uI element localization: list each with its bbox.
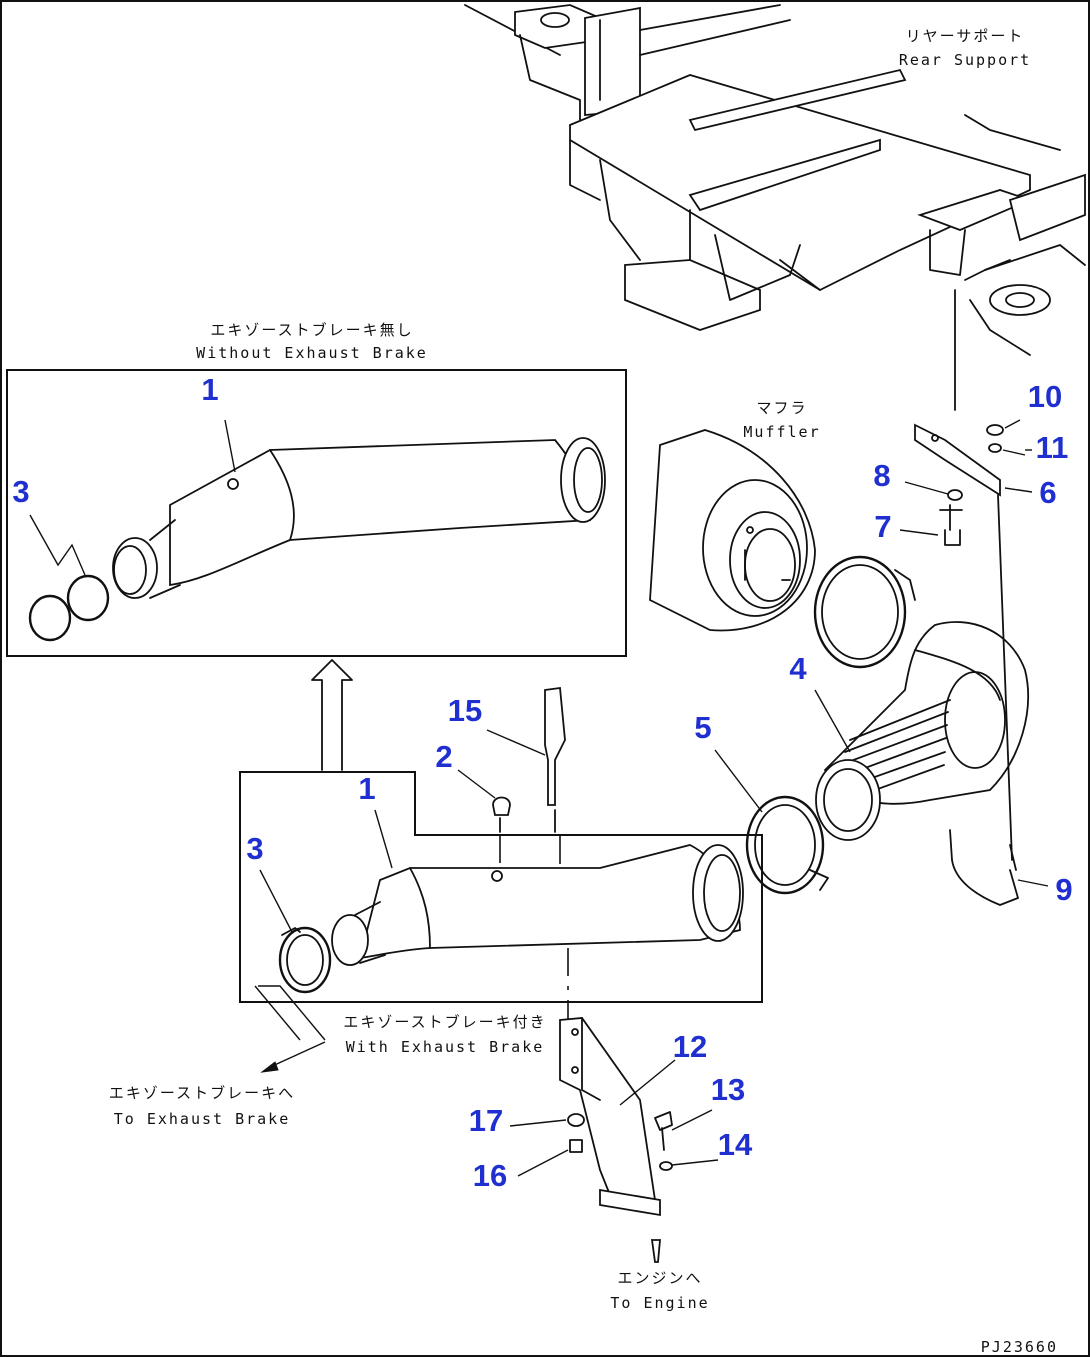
- bracket-12: [559, 1017, 661, 1217]
- clamp-ring-bottom: [278, 926, 332, 994]
- clamp-rings-top: [28, 514, 110, 642]
- callout-12: 12: [673, 1029, 707, 1064]
- callout-9: 9: [1055, 872, 1072, 907]
- callout-8: 8: [873, 458, 890, 493]
- callout-16: 16: [473, 1158, 507, 1193]
- fasteners-bottom: [567, 1111, 673, 1171]
- callout-13: 13: [711, 1072, 745, 1107]
- without-brake-label-en: Without Exhaust Brake: [196, 344, 428, 362]
- callout-3-bottom: 3: [246, 831, 263, 866]
- callout-17: 17: [469, 1103, 503, 1138]
- callout-10: 10: [1028, 379, 1062, 414]
- to-brake-label-jp: エキゾーストブレーキへ: [109, 1084, 295, 1102]
- to-engine-label-en: To Engine: [610, 1294, 709, 1312]
- bracket-6: [914, 423, 1013, 861]
- leader-lines: [224, 419, 1049, 1177]
- callout-15: 15: [448, 693, 482, 728]
- muffler: [649, 429, 816, 632]
- callout-1-top: 1: [201, 372, 218, 407]
- to-engine-label-jp: エンジンへ: [617, 1269, 702, 1287]
- to-brake-label-en: To Exhaust Brake: [114, 1110, 291, 1128]
- muffler-label-jp: マフラ: [756, 399, 807, 417]
- callout-6: 6: [1039, 475, 1056, 510]
- muffler-label-en: Muffler: [743, 423, 820, 441]
- callout-2: 2: [435, 739, 452, 774]
- rear-support-label-jp: リヤーサポート: [906, 27, 1025, 45]
- callout-3-top: 3: [12, 474, 29, 509]
- drawing-code: PJ23660: [981, 1338, 1058, 1356]
- clamp-band-5: [745, 795, 829, 895]
- hanger-strap-9: [949, 829, 1019, 906]
- engine-arrow: [650, 1239, 661, 1263]
- rear-support-label-en: Rear Support: [899, 51, 1031, 69]
- exhaust-pipe-bottom: [331, 844, 744, 966]
- rear-support-frame: [464, 4, 1086, 411]
- with-brake-label-jp: エキゾーストブレーキ付き: [343, 1013, 546, 1031]
- exhaust-pipe-top: [112, 437, 606, 599]
- callout-7: 7: [874, 509, 891, 544]
- callout-5: 5: [694, 710, 711, 745]
- plug-2: [492, 796, 511, 868]
- flex-elbow: [815, 621, 1029, 841]
- with-brake-label-en: With Exhaust Brake: [346, 1038, 545, 1056]
- callout-4: 4: [789, 651, 807, 686]
- callout-1-bottom: 1: [358, 771, 375, 806]
- muffler-clamp-band: [813, 555, 916, 669]
- small-fasteners-right: [939, 424, 1004, 546]
- sensor-15: [544, 686, 566, 868]
- without-brake-inset-frame: [6, 369, 627, 657]
- with-brake-inset-frame: [239, 771, 763, 1003]
- callout-11: 11: [1036, 430, 1069, 465]
- without-brake-label-jp: エキゾーストブレーキ無し: [210, 321, 413, 339]
- callout-14: 14: [718, 1127, 753, 1162]
- up-arrow: [311, 659, 353, 771]
